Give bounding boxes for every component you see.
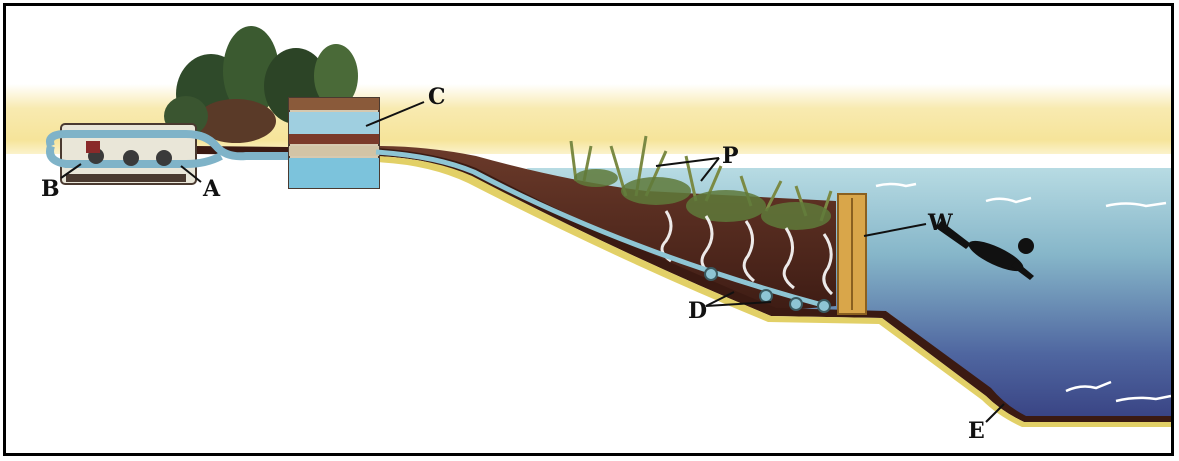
diagram-frame: A B C D E P W (3, 3, 1174, 456)
label-d: D (688, 300, 707, 322)
label-w: W (928, 212, 953, 234)
pond-diagram (6, 6, 1174, 456)
label-c: C (428, 86, 446, 108)
label-a: A (203, 178, 220, 200)
label-p: P (722, 145, 739, 167)
separation-wall (838, 194, 866, 314)
label-b: B (41, 178, 60, 200)
label-e: E (968, 420, 985, 442)
filter-box (289, 98, 379, 188)
